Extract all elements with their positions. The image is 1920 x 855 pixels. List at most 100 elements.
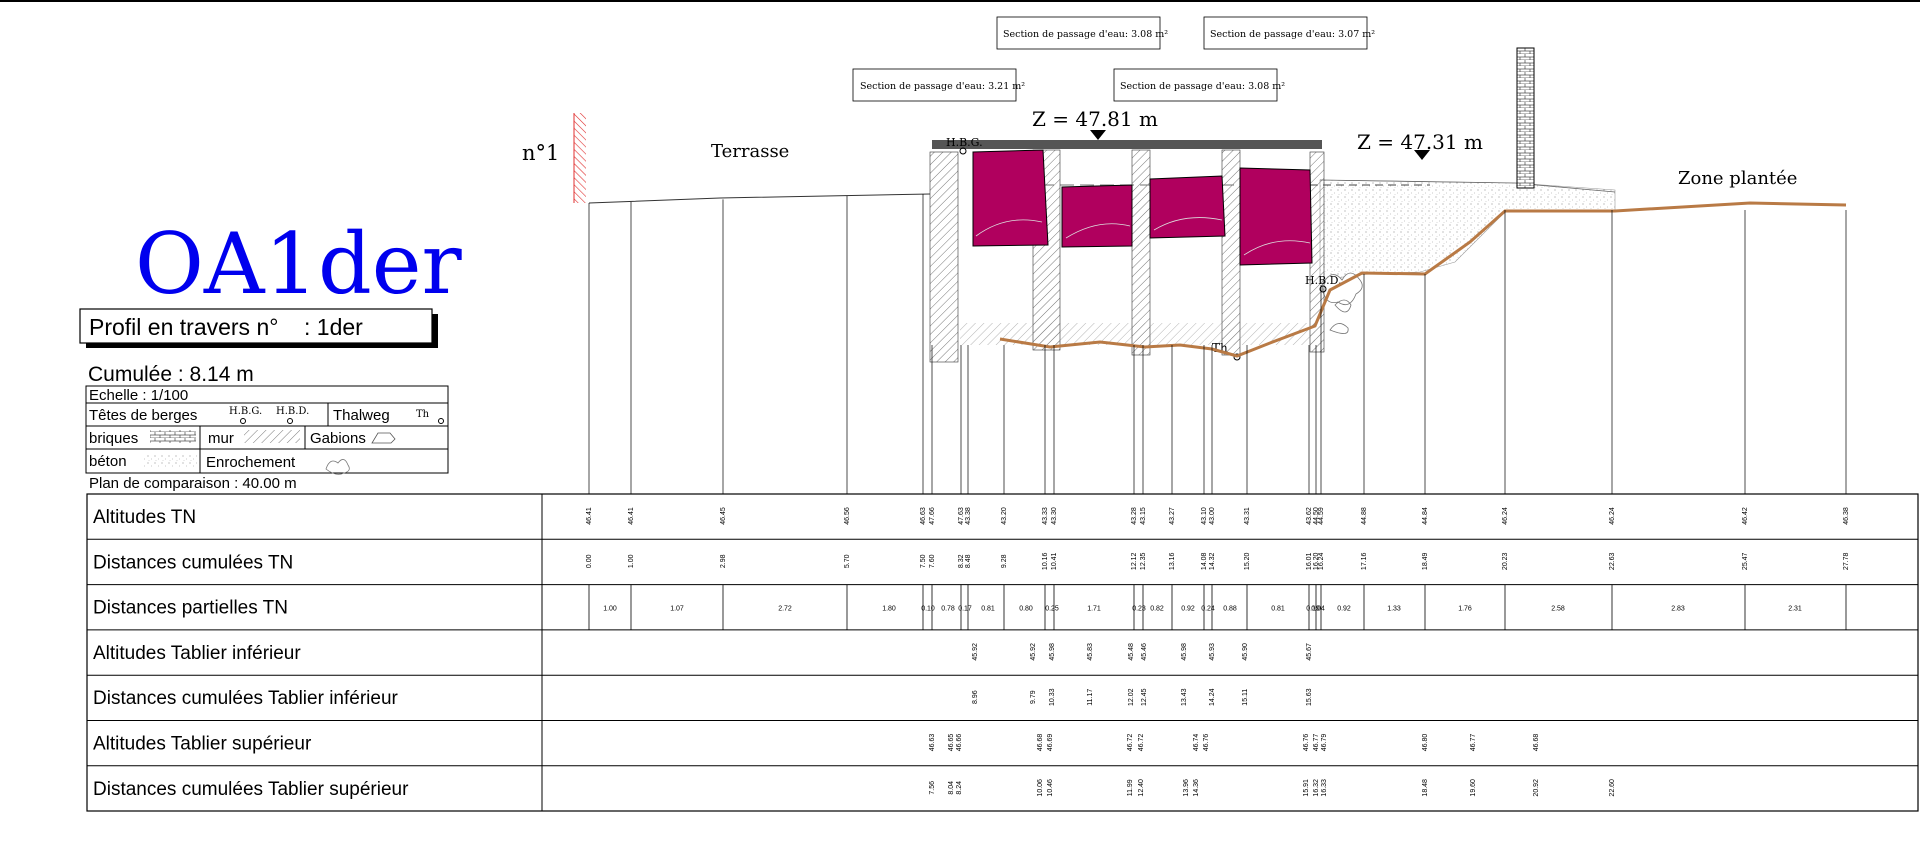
hbd-marker-icon xyxy=(1319,285,1327,293)
table-cell: 12.02 xyxy=(1128,688,1135,706)
data-table: Altitudes TN Distances cumulées TN Distanc… xyxy=(86,493,1919,812)
beton-label: béton xyxy=(89,453,127,470)
table-cell: 43.28 xyxy=(1131,507,1138,525)
table-cell: 46.41 xyxy=(586,507,593,525)
table-cell: 1.80 xyxy=(882,606,896,613)
table-cell: 47.66 xyxy=(929,507,936,525)
table-cell: 46.68 xyxy=(1533,734,1540,752)
table-cell: 0.24 xyxy=(1201,606,1215,613)
table-cell: 43.31 xyxy=(1244,507,1251,525)
table-cell: 14.32 xyxy=(1209,552,1216,570)
hbd-marker-icon xyxy=(287,418,293,424)
table-cell: 18.48 xyxy=(1422,779,1429,797)
table-cell: 2.72 xyxy=(778,606,792,613)
table-cell: 19.60 xyxy=(1470,779,1477,797)
hbg-label: H.B.G. xyxy=(946,136,983,149)
table-cell: 46.72 xyxy=(1127,734,1134,752)
table-cell: 0.04 xyxy=(1311,606,1325,613)
table-cell: 8.48 xyxy=(965,554,972,568)
zone-plantee-label: Zone plantée xyxy=(1678,168,1797,189)
table-cell: 13.96 xyxy=(1183,779,1190,797)
table-row-label: Distances cumulées Tablier inférieur xyxy=(93,688,399,709)
water-level-left-icon xyxy=(1090,130,1106,140)
table-cell: 8.24 xyxy=(956,781,963,795)
section-label-3: Section de passage d'eau: 3.08 m² xyxy=(1003,29,1168,40)
table-cell: 11.99 xyxy=(1127,779,1134,796)
table-row-label: Distances cumulées Tablier supérieur xyxy=(93,779,409,800)
table-cell: 11.17 xyxy=(1087,689,1094,706)
table-cell: 27.78 xyxy=(1843,552,1850,570)
drawing-code: OA1der xyxy=(135,215,462,313)
table-cell: 46.24 xyxy=(1609,507,1616,525)
legend-table: Echelle : 1/100 Têtes de berges H.B.G. H… xyxy=(85,385,449,492)
table-cell: 46.24 xyxy=(1502,507,1509,525)
table-cell: 46.63 xyxy=(929,734,936,752)
table-cell: 0.88 xyxy=(1223,606,1237,613)
table-row-label: Altitudes Tablier inférieur xyxy=(93,643,301,664)
table-cell: 46.45 xyxy=(720,507,727,525)
table-row-label: Distances cumulées TN xyxy=(93,552,293,573)
table-cell: 12.12 xyxy=(1131,552,1138,570)
table-row-label: Distances partielles TN xyxy=(93,598,288,619)
table-cell: 22.60 xyxy=(1609,779,1616,797)
table-row-label: Altitudes Tablier supérieur xyxy=(93,734,312,755)
table-cell: 20.23 xyxy=(1502,552,1509,570)
table-cell: 14.24 xyxy=(1209,688,1216,706)
table-cell: 15.11 xyxy=(1242,689,1249,706)
table-cell: 0.00 xyxy=(586,554,593,568)
hbg-marker-icon xyxy=(240,418,246,424)
table-cell: 0.78 xyxy=(941,606,955,613)
table-cell: 46.56 xyxy=(844,507,851,525)
table-cell: 5.70 xyxy=(844,554,851,568)
table-cell: 46.66 xyxy=(956,734,963,752)
table-cell: 1.07 xyxy=(670,606,684,613)
table-cell: 46.69 xyxy=(1047,734,1054,752)
table-cell: 1.71 xyxy=(1087,606,1101,613)
table-cell: 46.65 xyxy=(948,734,955,752)
table-cell: 43.30 xyxy=(1051,507,1058,525)
table-cell: 22.63 xyxy=(1609,552,1616,570)
cumulee-label: Cumulée : 8.14 m xyxy=(88,363,254,386)
table-cell: 46.77 xyxy=(1313,734,1320,752)
table-cell: 45.93 xyxy=(1209,643,1216,661)
profile-box-text: Profil en travers n° : 1der xyxy=(89,314,363,340)
table-cell: 14.36 xyxy=(1193,779,1200,797)
table-cell: 10.06 xyxy=(1037,779,1044,797)
table-cell: 8.04 xyxy=(948,781,955,795)
table-cell: 15.20 xyxy=(1244,552,1251,570)
gabion-swatch-icon xyxy=(371,432,396,444)
table-cell: 46.68 xyxy=(1037,734,1044,752)
table-cell: 16.33 xyxy=(1321,779,1328,797)
table-cell: 12.40 xyxy=(1138,779,1145,797)
table-cell: 16.24 xyxy=(1318,552,1325,570)
table-cell: 0.92 xyxy=(1181,606,1195,613)
mur-label: mur xyxy=(208,430,234,447)
table-cell: 0.82 xyxy=(1150,606,1164,613)
table-cell: 46.79 xyxy=(1321,734,1328,752)
table-cell: 0.10 xyxy=(921,606,935,613)
section-label-2: Section de passage d'eau: 3.08 m² xyxy=(1120,81,1285,92)
table-cell: 0.81 xyxy=(1271,606,1285,613)
briques-label: briques xyxy=(89,430,138,447)
table-cell: 10.33 xyxy=(1049,688,1056,706)
table-cell: 43.33 xyxy=(1042,507,1049,525)
ground-line-left xyxy=(588,193,931,204)
table-cell: 46.76 xyxy=(1203,734,1210,752)
table-cell: 44.88 xyxy=(1361,507,1368,525)
table-cell: 12.35 xyxy=(1140,552,1147,570)
table-cell: 20.92 xyxy=(1533,779,1540,797)
table-cell: 43.15 xyxy=(1140,507,1147,525)
table-cell: 46.76 xyxy=(1303,734,1310,752)
table-cell: 25.47 xyxy=(1742,552,1749,570)
table-cell: 16.01 xyxy=(1306,552,1313,570)
table-cell: 2.58 xyxy=(1551,606,1565,613)
table-cell: 15.91 xyxy=(1303,779,1310,797)
table-cell: 18.49 xyxy=(1422,552,1429,570)
echelle-label: Echelle : 1/100 xyxy=(89,387,188,404)
table-cell: 2.31 xyxy=(1788,606,1802,613)
table-cell: 16.32 xyxy=(1313,779,1320,797)
table-row-label: Altitudes TN xyxy=(93,507,196,528)
table-cell: 9.79 xyxy=(1030,690,1037,704)
culvert-cell-3 xyxy=(1149,175,1226,239)
table-cell: 0.19 xyxy=(1306,606,1320,613)
